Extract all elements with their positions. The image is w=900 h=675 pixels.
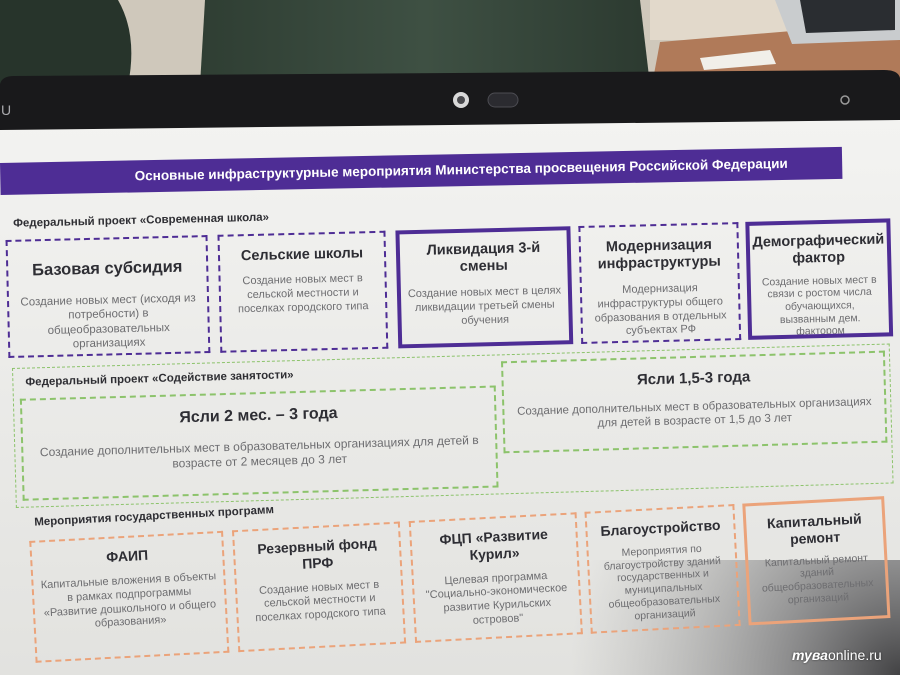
paper-sheet	[700, 50, 776, 70]
card-nursery-2m-3y: Ясли 2 мес. – 3 года Создание дополнител…	[19, 385, 499, 501]
card-description: Создание новых мест в сельской местности…	[237, 272, 369, 316]
watermark-prefix: тува	[792, 647, 828, 663]
card-title: Базовая субсидия	[31, 257, 183, 280]
card-title: Резервный фонд ПРФ	[256, 534, 377, 572]
webcam-icon	[453, 92, 469, 108]
green-shirt	[200, 0, 650, 85]
card-description: Создание новых мест в связи с ростом чис…	[761, 273, 877, 338]
card-title: Демографический фактор	[752, 231, 885, 268]
card-description: Капитальный ремонт зданий общеобразовате…	[761, 551, 874, 607]
laptop-screen	[800, 0, 895, 33]
card-title: Благоустройство	[600, 516, 721, 540]
card-description: Создание дополнительных мест в образоват…	[39, 433, 479, 471]
webcam-lens	[457, 96, 465, 104]
section-heading: Федеральный проект «Содействие занятости…	[25, 369, 294, 389]
card-capital-repair: Капитальный ремонт Капитальный ремонт зд…	[742, 496, 891, 626]
site-watermark: туваonline.ru	[792, 647, 882, 663]
slide-title: Основные инфраструктурные мероприятия Ми…	[134, 155, 788, 184]
camera-sensor-icon	[487, 92, 519, 108]
card-reserve-fund: Резервный фонд ПРФ Создание новых мест в…	[231, 521, 407, 653]
card-description: Модернизация инфраструктуры общего образ…	[594, 281, 727, 338]
card-title: Ясли 2 мес. – 3 года	[179, 404, 338, 427]
card-description: Создание новых мест в целях ликвидации т…	[407, 284, 562, 327]
bezel-logo-fragment: U	[1, 102, 12, 118]
card-title: ФЦП «Развитие Курил»	[439, 525, 549, 563]
card-title: Модернизация инфраструктуры	[597, 236, 721, 273]
card-description: Создание дополнительных мест в образоват…	[516, 396, 872, 431]
card-basic-subsidy: Базовая субсидия Создание новых мест (ис…	[5, 235, 211, 358]
card-faip: ФАИП Капитальные вложения в объекты в ра…	[29, 530, 230, 663]
card-demographic-factor: Демографический фактор Создание новых ме…	[745, 218, 894, 340]
ambient-light-sensor-icon	[840, 95, 850, 105]
card-description: Создание новых мест в сельской местности…	[255, 578, 387, 625]
watermark-suffix: online.ru	[827, 647, 882, 663]
card-title: ФАИП	[105, 546, 149, 565]
card-title: Капитальный ремонт	[766, 510, 862, 547]
card-third-shift-elimination: Ликвидация 3-й смены Создание новых мест…	[395, 226, 574, 349]
card-infrastructure-modernization: Модернизация инфраструктуры Модернизация…	[578, 222, 742, 344]
card-landscaping: Благоустройство Мероприятия по благоустр…	[584, 504, 741, 634]
card-title: Ясли 1,5-3 года	[636, 368, 751, 389]
card-title: Сельские школы	[240, 245, 364, 265]
card-nursery-1-5-3y: Ясли 1,5-3 года Создание дополнительных …	[501, 350, 888, 454]
card-description: Целевая программа "Социально-экономическ…	[425, 569, 568, 628]
card-description: Капитальные вложения в объекты в рамках …	[40, 570, 217, 631]
card-description: Мероприятия по благоустройству зданий го…	[603, 542, 722, 623]
card-description: Создание новых мест (исходя из потребнос…	[20, 292, 196, 351]
card-rural-schools: Сельские школы Создание новых мест в сел…	[217, 230, 389, 353]
section-modern-school: Федеральный проект «Современная школа» Б…	[5, 196, 894, 358]
screen	[0, 120, 900, 675]
screen-corner-shading	[540, 560, 900, 675]
person-shoulder	[0, 0, 132, 85]
card-title: Ликвидация 3-й смены	[426, 239, 541, 276]
card-kuril-program: ФЦП «Развитие Курил» Целевая программа "…	[408, 512, 583, 643]
